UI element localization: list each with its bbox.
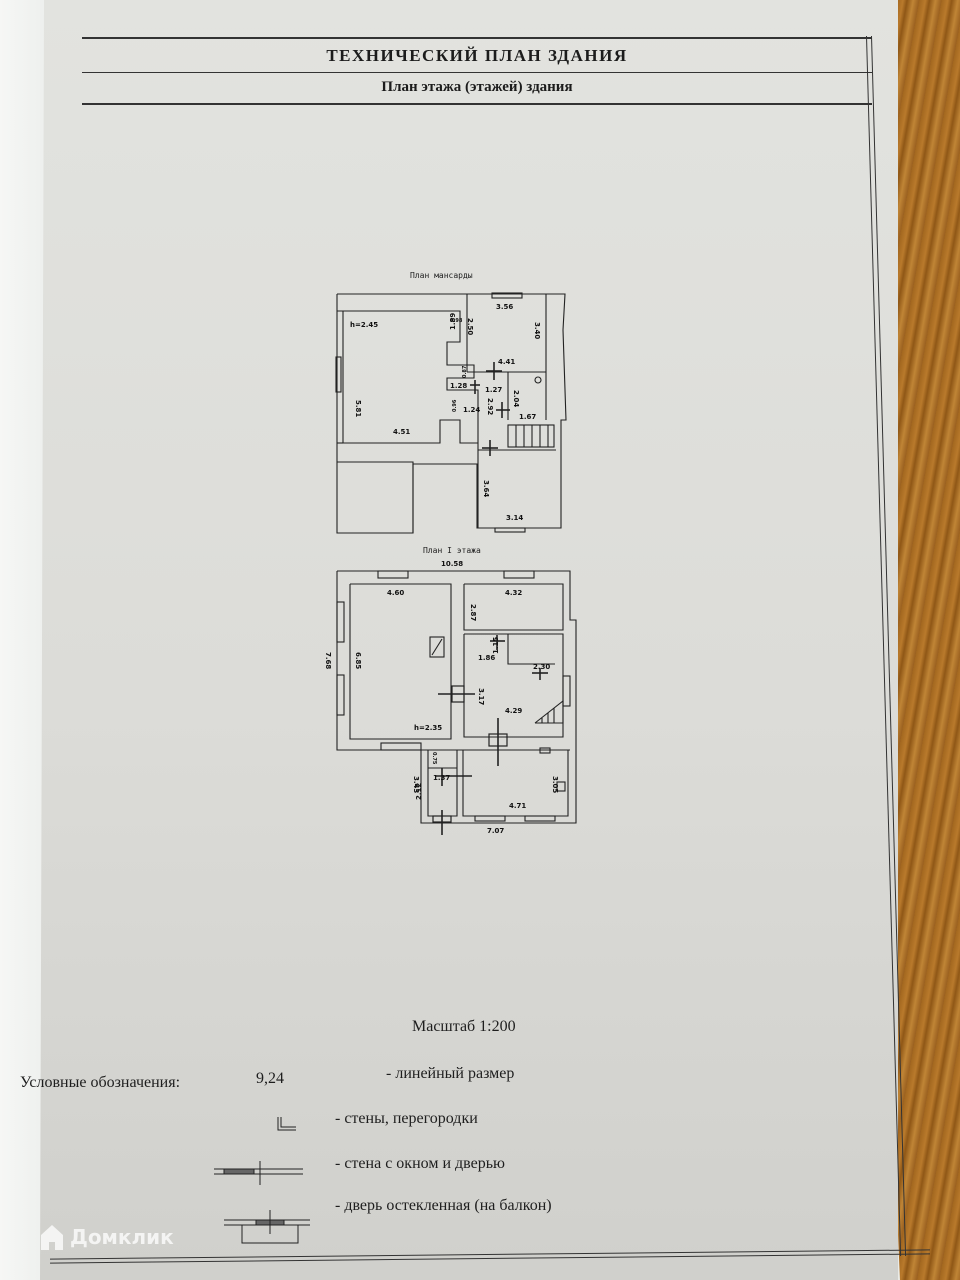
- background-sheet: [0, 0, 44, 1280]
- first-floor-plan: [336, 570, 577, 835]
- dim-label: 10.58: [441, 560, 463, 568]
- dim-label: 1.89: [449, 313, 457, 330]
- attic-plan-title: План мансарды: [410, 271, 473, 280]
- legend-item-glazed-door: - дверь остекленная (на балкон): [335, 1197, 552, 1214]
- dim-label: 2.87: [469, 604, 477, 621]
- dim-label: 2.04: [512, 390, 520, 407]
- dim-label: 0.98: [450, 318, 463, 324]
- dim-label: 7.07: [487, 827, 504, 835]
- attic-stairs: [507, 424, 555, 448]
- first-floor-stairs: [534, 699, 564, 724]
- dim-label: 1.15: [492, 637, 500, 654]
- dim-label: h=2.45: [350, 321, 378, 329]
- wall-icon: [277, 1117, 296, 1131]
- scale-label: Масштаб 1:200: [412, 1018, 516, 1035]
- dim-label: 0.75: [431, 752, 437, 765]
- stove-icon: [556, 781, 566, 792]
- dim-label: 4.71: [509, 802, 526, 810]
- dim-label: 6.85: [354, 652, 362, 669]
- dim-label: 1.37: [433, 774, 450, 782]
- dim-label: 0.96: [452, 399, 458, 412]
- attic-inner-wall: [343, 310, 479, 528]
- wall-window-door-icon: [214, 1161, 303, 1185]
- dim-label: 2.92: [486, 398, 494, 415]
- legend-linear-size-symbol: 9,24: [256, 1070, 284, 1087]
- legend-symbols: [214, 1117, 310, 1244]
- dim-label: 3.56: [496, 303, 513, 311]
- dim-label: 1.24: [463, 406, 480, 414]
- dim-label: 1.27: [485, 386, 502, 394]
- dim-label: 2.12: [415, 783, 423, 800]
- dim-label: 3.14: [506, 514, 523, 522]
- attic-door-symbols: [470, 362, 510, 456]
- dim-label: 1.86: [478, 654, 495, 662]
- attic-dimensions: h=2.45 5.81 4.51 3.56 3.40 0.98 1.89 2.5…: [350, 303, 541, 522]
- attic-plan: [335, 292, 567, 534]
- document-page: ТЕХНИЧЕСКИЙ ПЛАН ЗДАНИЯ План этажа (этаж…: [40, 0, 931, 1280]
- first-floor-door-symbols: [432, 635, 548, 835]
- dim-label: 3.05: [551, 776, 559, 793]
- glazed-door-icon: [224, 1210, 310, 1244]
- dim-label: 4.32: [505, 589, 522, 597]
- dim-label: 2.30: [533, 663, 550, 671]
- legend-item-walls: - стены, перегородки: [335, 1110, 478, 1127]
- dim-label: 1.28: [450, 382, 467, 390]
- legend-item-linear-size: - линейный размер: [386, 1065, 515, 1082]
- dim-label: h=2.35: [414, 724, 442, 732]
- first-floor-dimensions: 10.58 7.68 4.60 6.85 h=2.35 4.32 2.87 1.…: [324, 560, 559, 835]
- legend-heading: Условные обозначения:: [20, 1074, 181, 1091]
- dim-label: 3.40: [533, 322, 541, 339]
- watermark: Домклик: [38, 1222, 174, 1252]
- dim-label: 0.87: [462, 365, 468, 378]
- dim-label: 2.50: [466, 318, 474, 335]
- dim-label: 5.81: [354, 400, 362, 417]
- toilet-icon: [534, 376, 542, 384]
- fireplace-icon: [429, 636, 445, 658]
- watermark-text: Домклик: [70, 1225, 174, 1249]
- document-title: ТЕХНИЧЕСКИЙ ПЛАН ЗДАНИЯ: [82, 37, 872, 73]
- dim-label: 4.60: [387, 589, 404, 597]
- first-floor-plan-title: План I этажа: [423, 546, 481, 555]
- dim-label: 3.43: [412, 776, 420, 793]
- dim-label: 7.68: [324, 652, 332, 669]
- document-subtitle: План этажа (этажей) здания: [82, 71, 872, 105]
- sink-icon: [539, 747, 551, 754]
- dim-label: 4.29: [505, 707, 522, 715]
- first-floor-outer-wall: [336, 570, 577, 824]
- house-logo-icon: [41, 1225, 63, 1250]
- dim-label: 1.67: [519, 413, 536, 421]
- dim-label: 3.64: [482, 480, 490, 497]
- legend-item-wall-window-door: - стена с окном и дверью: [335, 1155, 505, 1172]
- dim-label: 4.41: [498, 358, 515, 366]
- dim-label: 3.17: [477, 688, 485, 705]
- dim-label: 4.51: [393, 428, 410, 436]
